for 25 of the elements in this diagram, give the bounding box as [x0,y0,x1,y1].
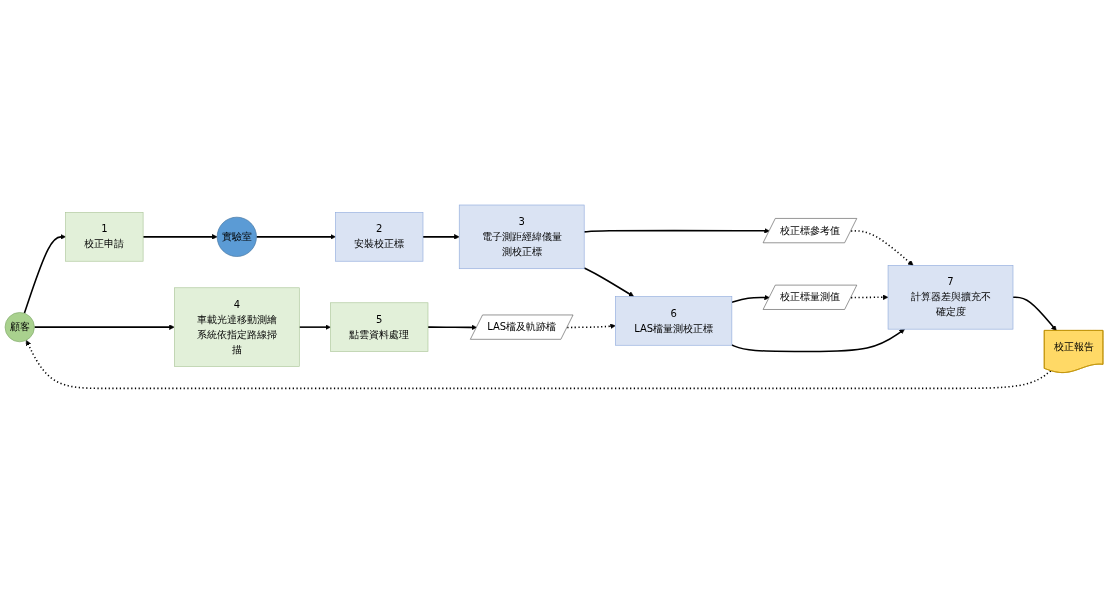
arrow [427,324,477,330]
node-box: 2 安裝校正標 [335,212,424,262]
node-circle: 顧客 [4,311,35,342]
arrow [850,294,889,300]
node-box: 5 點雲資料處理 [330,302,429,352]
node-box: 7 計算器差與擴充不確定度 [887,264,1014,330]
arrow [422,233,460,240]
arrow [566,323,616,329]
arrow [731,294,770,303]
node-box: 4 車載光達移動測繪系統依指定路線掃描 [174,287,300,367]
arrow [255,233,336,240]
arrow [731,328,905,353]
arrow [298,324,331,330]
arrow [25,339,1052,389]
arrow [33,324,175,330]
arrow [850,229,914,266]
arrow [583,267,635,297]
arrow [23,233,66,314]
arrow [142,233,218,240]
node-box: 6 LAS檔量測校正標 [615,296,733,346]
arrow [1012,296,1057,331]
node-box: 1 校正申請 [65,212,144,262]
node-box: 3 電子測距經緯儀量測校正標 [458,204,585,269]
node-circle: 實驗室 [216,216,257,257]
arrow [583,227,770,234]
